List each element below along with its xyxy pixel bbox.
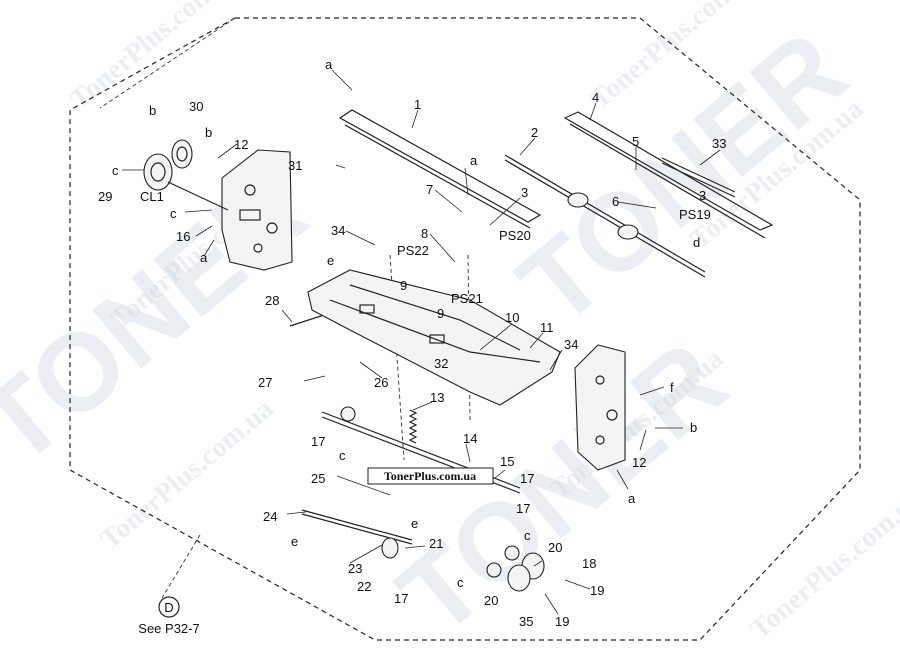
callout-label: 33 — [712, 136, 726, 151]
callout-label: d — [693, 235, 700, 250]
callout-label: 18 — [582, 556, 596, 571]
callout-label: b — [149, 103, 156, 118]
callout-label: 1 — [414, 97, 421, 112]
callout-label: c — [524, 528, 531, 543]
reference-note: See P32-7 — [138, 621, 199, 636]
callout-label: 8 — [421, 226, 428, 241]
callout-label: 20 — [548, 540, 562, 555]
callout-label: 6 — [612, 194, 619, 209]
callout-label: 12 — [234, 137, 248, 152]
callout-labels: a a a a b b b c c c c c d e e e f 1 2 3 … — [98, 57, 726, 629]
callout-label: a — [200, 250, 208, 265]
callout-label: c — [339, 448, 346, 463]
callout-label: c — [457, 575, 464, 590]
callout-label: e — [291, 534, 298, 549]
callout-label: 15 — [500, 454, 514, 469]
callout-label: 25 — [311, 471, 325, 486]
callout-label: c — [170, 206, 177, 221]
callout-label: 26 — [374, 375, 388, 390]
callout-label: 3 — [699, 188, 706, 203]
callout-label: 32 — [434, 356, 448, 371]
callout-label: CL1 — [140, 189, 164, 204]
callout-label: 31 — [288, 158, 302, 173]
pickup-rollers — [486, 545, 545, 592]
rail-1 — [338, 109, 542, 229]
watermark-site: TonerPlus.com.ua — [745, 483, 900, 645]
main-frame-10 — [307, 269, 561, 406]
banner-text: TonerPlus.com.ua — [384, 469, 476, 483]
site-banner: TonerPlus.com.ua — [367, 467, 494, 485]
callout-label: 4 — [592, 90, 599, 105]
callout-label: 34 — [564, 337, 578, 352]
callout-label: e — [411, 516, 418, 531]
callout-label: 9 — [437, 306, 444, 321]
callout-label: b — [690, 420, 697, 435]
rod-33 — [661, 157, 736, 198]
callout-label: 10 — [505, 310, 519, 325]
callout-label: a — [628, 491, 636, 506]
reference-letter: D — [164, 600, 173, 615]
left-frame-plate — [221, 149, 293, 271]
callout-label: 17 — [394, 591, 408, 606]
leader-lines — [122, 69, 721, 615]
callout-label: 16 — [176, 229, 190, 244]
callout-label: 14 — [463, 431, 477, 446]
callout-label: 23 — [348, 561, 362, 576]
shaft-23 — [301, 509, 413, 559]
pin-28 — [289, 314, 325, 327]
callout-label: 19 — [590, 583, 604, 598]
guide-lines — [99, 17, 471, 599]
callout-label: 24 — [263, 509, 277, 524]
callout-label: 12 — [632, 455, 646, 470]
assembly-boundary — [69, 17, 861, 641]
callout-label: 7 — [426, 182, 433, 197]
callout-label: 13 — [430, 390, 444, 405]
callout-label: 27 — [258, 375, 272, 390]
callout-label: 30 — [189, 99, 203, 114]
callout-label: 29 — [98, 189, 112, 204]
callout-label: 19 — [555, 614, 569, 629]
callout-label: f — [670, 380, 674, 395]
callout-label: 2 — [531, 125, 538, 140]
callout-label: e — [327, 253, 334, 268]
callout-label: 17 — [311, 434, 325, 449]
callout-label: PS20 — [499, 228, 531, 243]
callout-label: 20 — [484, 593, 498, 608]
gear-30 — [171, 139, 193, 169]
callout-label: PS21 — [451, 291, 483, 306]
rail-4 — [563, 111, 774, 239]
callout-label: a — [325, 57, 333, 72]
watermark-brand: TONER — [496, 8, 868, 348]
callout-label: 5 — [632, 134, 639, 149]
roller-shaft-2 — [504, 154, 706, 278]
callout-label: 21 — [429, 536, 443, 551]
clutch-cl1 — [143, 153, 229, 211]
spring-13 — [408, 409, 418, 444]
callout-label: 3 — [521, 185, 528, 200]
callout-label: PS19 — [679, 207, 711, 222]
reference-marker: D See P32-7 — [138, 596, 200, 636]
callout-label: 28 — [265, 293, 279, 308]
callout-label: 22 — [357, 579, 371, 594]
callout-label: a — [470, 153, 478, 168]
right-frame-plate — [574, 344, 626, 471]
callout-label: 17 — [520, 471, 534, 486]
callout-label: 17 — [516, 501, 530, 516]
callout-label: 35 — [519, 614, 533, 629]
callout-label: PS22 — [397, 243, 429, 258]
callout-label: 9 — [400, 278, 407, 293]
callout-label: 34 — [331, 223, 345, 238]
callout-label: c — [112, 163, 119, 178]
callout-label: 11 — [540, 320, 554, 335]
callout-label: b — [205, 125, 212, 140]
watermark-site: TonerPlus.com.ua — [95, 393, 280, 555]
